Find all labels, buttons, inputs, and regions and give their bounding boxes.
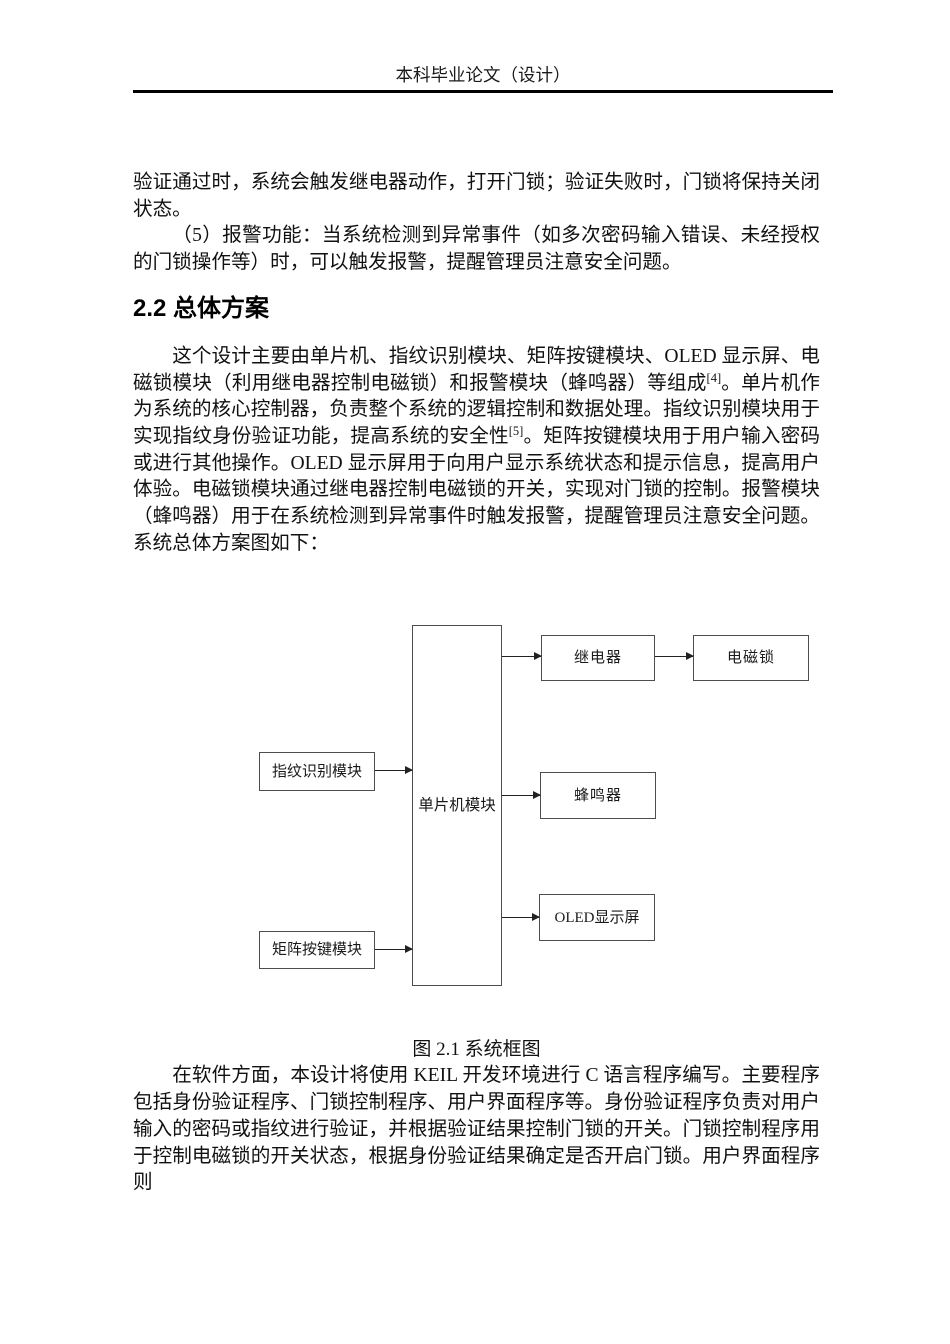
arrow-keypad-to-mcu	[375, 945, 413, 954]
diagram-node-electromagnetic-lock: 电磁锁	[693, 635, 809, 682]
arrow-mcu-to-oled	[502, 913, 540, 922]
system-block-diagram: 单片机模块 继电器 电磁锁 指纹识别模块 蜂鸣器 OLED显示屏 矩阵按键模块	[0, 625, 950, 987]
header-rule	[133, 90, 833, 93]
citation-reference: [5]	[508, 423, 524, 438]
text-segment: 。矩阵按键模块用于用户输入密码或进行其他操作。OLED 显示屏用于向用户显示系统…	[133, 425, 821, 554]
text-segment: 这个设计主要由单片机、指纹识别模块、矩阵按键模块、OLED 显示屏、电磁锁模块（…	[133, 345, 820, 394]
diagram-node-relay: 继电器	[541, 635, 655, 682]
diagram-node-fingerprint-module: 指纹识别模块	[259, 752, 375, 792]
paragraph-overall-design: 这个设计主要由单片机、指纹识别模块、矩阵按键模块、OLED 显示屏、电磁锁模块（…	[133, 344, 820, 558]
section-heading: 2.2 总体方案	[133, 294, 270, 322]
diagram-node-oled-display: OLED显示屏	[539, 894, 655, 942]
arrow-mcu-to-buzzer	[502, 791, 541, 800]
paragraph-lock-action: 验证通过时，系统会触发继电器动作，打开门锁；验证失败时，门锁将保持关闭状态。	[133, 172, 820, 220]
diagram-node-mcu: 单片机模块	[412, 625, 502, 987]
header-title: 本科毕业论文（设计）	[395, 65, 571, 85]
diagram-node-buzzer: 蜂鸣器	[540, 772, 656, 820]
figure-caption: 图 2.1 系统框图	[412, 1039, 541, 1061]
citation-reference: [4]	[706, 370, 722, 385]
arrow-mcu-to-relay	[502, 652, 542, 661]
paragraph-software-design: 在软件方面，本设计将使用 KEIL 开发环境进行 C 语言程序编写。主要程序包括…	[133, 1065, 820, 1194]
arrow-fingerprint-to-mcu	[375, 766, 413, 775]
arrow-relay-to-lock	[655, 652, 694, 661]
diagram-node-matrix-keypad: 矩阵按键模块	[259, 931, 375, 970]
document-content: 验证通过时，系统会触发继电器动作，打开门锁；验证失败时，门锁将保持关闭状态。 （…	[133, 170, 820, 1197]
text-segment: 。单片机作为系统的核心控制器，负责整个系统的逻辑控制和数据处理。指纹识别模块用于…	[133, 372, 821, 447]
page-header: 本科毕业论文（设计）	[133, 0, 833, 93]
paragraph-alarm-function: （5）报警功能：当系统检测到异常事件（如多次密码输入错误、未经授权的门锁操作等）…	[133, 225, 820, 274]
